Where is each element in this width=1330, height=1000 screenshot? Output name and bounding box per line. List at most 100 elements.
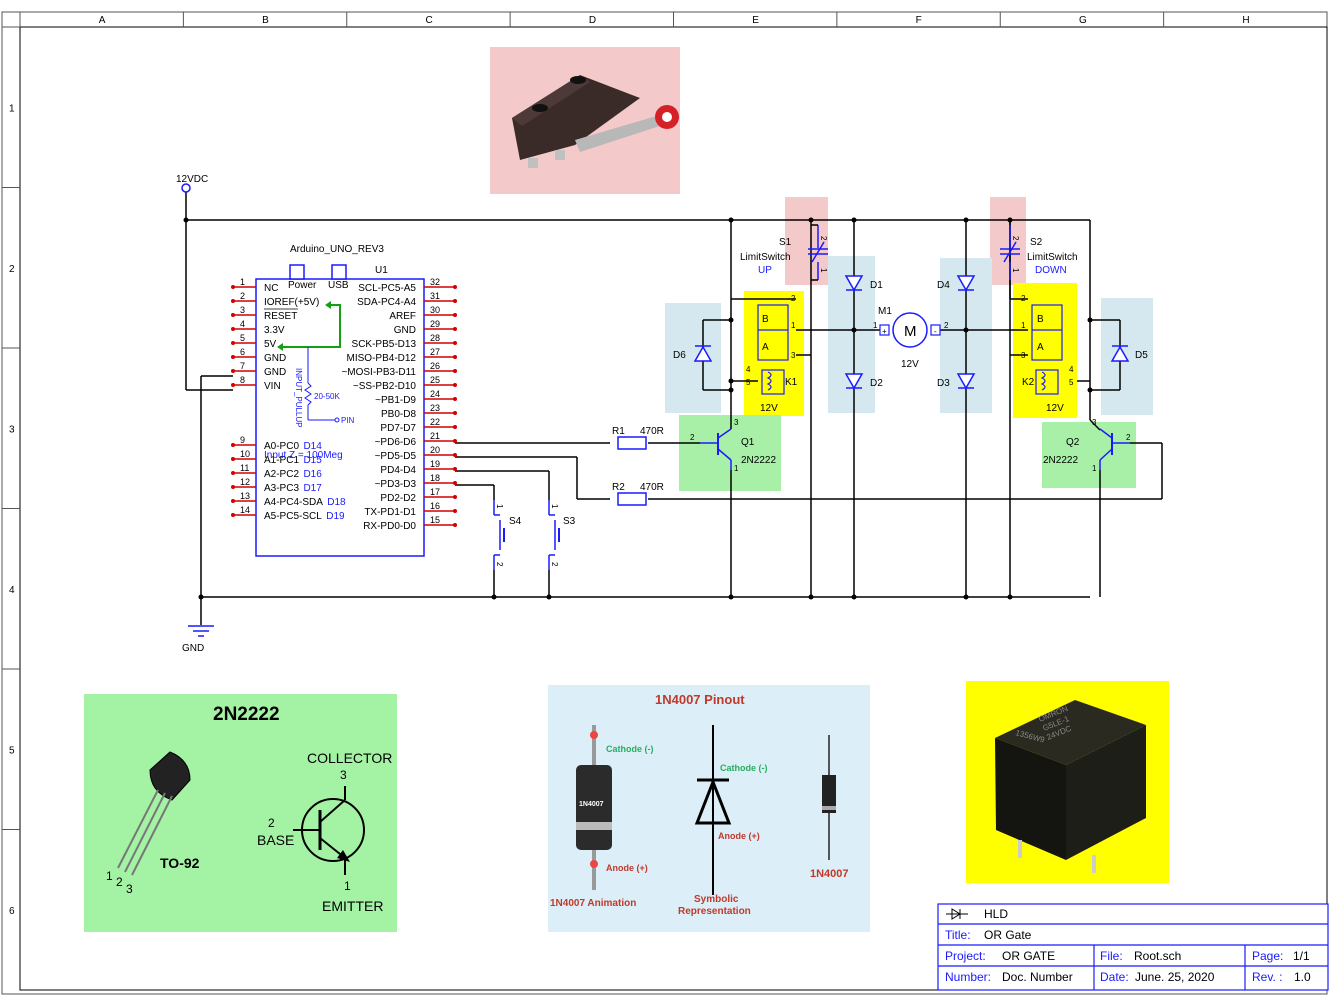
pin-alt: D16 bbox=[303, 469, 322, 480]
svg-text:Root.sch: Root.sch bbox=[1134, 949, 1181, 963]
pin-name: 5V bbox=[264, 339, 277, 350]
svg-text:-: - bbox=[934, 327, 937, 336]
pin-alt: D15 bbox=[303, 455, 322, 466]
svg-text:2: 2 bbox=[791, 294, 796, 303]
svg-text:1.0: 1.0 bbox=[1294, 970, 1311, 984]
svg-text:LimitSwitch: LimitSwitch bbox=[1027, 252, 1078, 263]
transistor-q1: Q1 2N2222 2 3 1 bbox=[690, 418, 776, 473]
svg-text:1: 1 bbox=[106, 869, 113, 883]
svg-text:1: 1 bbox=[734, 464, 739, 473]
svg-text:File:: File: bbox=[1100, 949, 1123, 963]
resistor-r1: R1 470R bbox=[612, 426, 664, 450]
diode-d5: D5 bbox=[1110, 345, 1148, 362]
pin-name: ~MOSI-PB3-D11 bbox=[341, 367, 416, 378]
svg-text:D3: D3 bbox=[937, 378, 950, 389]
pin-name: A2-PC2 bbox=[264, 469, 299, 480]
pin-name: TX-PD1-D1 bbox=[364, 507, 416, 518]
svg-text:12V: 12V bbox=[1046, 403, 1064, 414]
svg-text:OR GATE: OR GATE bbox=[1002, 949, 1055, 963]
pin-name: RESET bbox=[264, 311, 297, 322]
pin-number: 19 bbox=[430, 459, 440, 469]
pullup-resistor bbox=[304, 382, 312, 406]
hld-logo-icon bbox=[946, 908, 968, 920]
svg-text:COLLECTOR: COLLECTOR bbox=[307, 750, 392, 766]
pin-name: PD2-D2 bbox=[380, 493, 416, 504]
svg-text:EMITTER: EMITTER bbox=[322, 898, 383, 914]
title-block: HLD Title: OR Gate Project: OR GATE File… bbox=[937, 903, 1329, 991]
relay-photo: OMRON G5LE-1 24VDC 1356W9 bbox=[966, 681, 1169, 883]
svg-text:TO-92: TO-92 bbox=[160, 855, 200, 871]
pin-number: 23 bbox=[430, 403, 440, 413]
svg-text:Cathode (-): Cathode (-) bbox=[606, 744, 654, 754]
pin-dot bbox=[334, 417, 340, 423]
row-label: 4 bbox=[9, 585, 15, 596]
svg-text:2: 2 bbox=[550, 562, 559, 567]
svg-text:S3: S3 bbox=[563, 516, 576, 527]
arduino-right-pins: 32SCL-PC5-A531SDA-PC4-A430AREF29GND28SCK… bbox=[341, 277, 457, 532]
svg-text:D1: D1 bbox=[870, 280, 883, 291]
svg-text:Number:: Number: bbox=[945, 970, 991, 984]
svg-text:R2: R2 bbox=[612, 482, 625, 493]
ioref-link bbox=[280, 304, 341, 348]
row-label: 2 bbox=[9, 264, 15, 275]
svg-text:5: 5 bbox=[746, 378, 751, 387]
pin-name: SCL-PC5-A5 bbox=[358, 283, 416, 294]
svg-text:3: 3 bbox=[1092, 418, 1097, 427]
svg-text:S2: S2 bbox=[1030, 237, 1043, 248]
pin-name: PD4-D4 bbox=[380, 465, 416, 476]
power-jack-label: Power bbox=[288, 280, 317, 291]
wires bbox=[185, 190, 1163, 625]
row-label: 5 bbox=[9, 745, 15, 756]
svg-text:Project:: Project: bbox=[945, 949, 986, 963]
arduino-pin-5: 55V bbox=[231, 333, 277, 350]
pin-name: ~PD5-D5 bbox=[375, 451, 417, 462]
pin-number: 10 bbox=[240, 449, 250, 459]
diode-pinout-card: 1N4007 Pinout 1N4007 Cathode (-) Anode (… bbox=[548, 685, 870, 932]
column-label: D bbox=[589, 15, 596, 26]
svg-text:4: 4 bbox=[746, 365, 751, 374]
svg-text:2: 2 bbox=[1126, 433, 1131, 442]
svg-text:HLD: HLD bbox=[984, 907, 1008, 921]
svg-text:M: M bbox=[904, 323, 917, 340]
arduino-pin-26: 26~MOSI-PB3-D11 bbox=[341, 361, 457, 378]
svg-text:D6: D6 bbox=[673, 350, 686, 361]
pin-number: 8 bbox=[240, 375, 245, 385]
pin-number: 6 bbox=[240, 347, 245, 357]
pin-number: 14 bbox=[240, 505, 250, 515]
svg-text:2: 2 bbox=[819, 236, 828, 241]
svg-text:2N2222: 2N2222 bbox=[213, 704, 280, 725]
arduino-left-pins: 1NC2IOREF(+5V)3RESET43.3V55V6GND7GND8VIN… bbox=[231, 277, 346, 522]
pin-name: A0-PC0 bbox=[264, 441, 299, 452]
column-label: G bbox=[1079, 15, 1087, 26]
pin-number: 1 bbox=[240, 277, 245, 287]
pin-name: AREF bbox=[389, 311, 416, 322]
arduino-pin-18: 18~PD3-D3 bbox=[375, 473, 457, 490]
motor-m1: M M1 12V 1 2 + - bbox=[873, 306, 949, 370]
ground-symbol bbox=[188, 625, 214, 637]
pushbutton-s4: S4 1 2 bbox=[493, 500, 522, 570]
pin-name: RX-PD0-D0 bbox=[363, 521, 416, 532]
svg-text:Anode (+): Anode (+) bbox=[606, 863, 648, 873]
pin-name: GND bbox=[394, 325, 416, 336]
vcc-terminal bbox=[181, 183, 191, 193]
pin-number: 9 bbox=[240, 435, 245, 445]
pin-name: 3.3V bbox=[264, 325, 285, 336]
transistor-pinout-card: 2N2222 1 2 3 TO-92 COLLECTOR 3 2 BASE 1 … bbox=[84, 694, 397, 932]
svg-text:1: 1 bbox=[550, 504, 559, 509]
svg-text:470R: 470R bbox=[640, 482, 664, 493]
d5-highlight bbox=[1101, 298, 1153, 415]
svg-text:LimitSwitch: LimitSwitch bbox=[740, 252, 791, 263]
pin-name: ~PD6-D6 bbox=[375, 437, 417, 448]
svg-text:UP: UP bbox=[758, 265, 772, 276]
svg-text:M1: M1 bbox=[878, 306, 892, 317]
pin-name: SCK-PB5-D13 bbox=[352, 339, 417, 350]
column-label: H bbox=[1242, 15, 1249, 26]
svg-text:1: 1 bbox=[791, 321, 796, 330]
svg-text:3: 3 bbox=[734, 418, 739, 427]
